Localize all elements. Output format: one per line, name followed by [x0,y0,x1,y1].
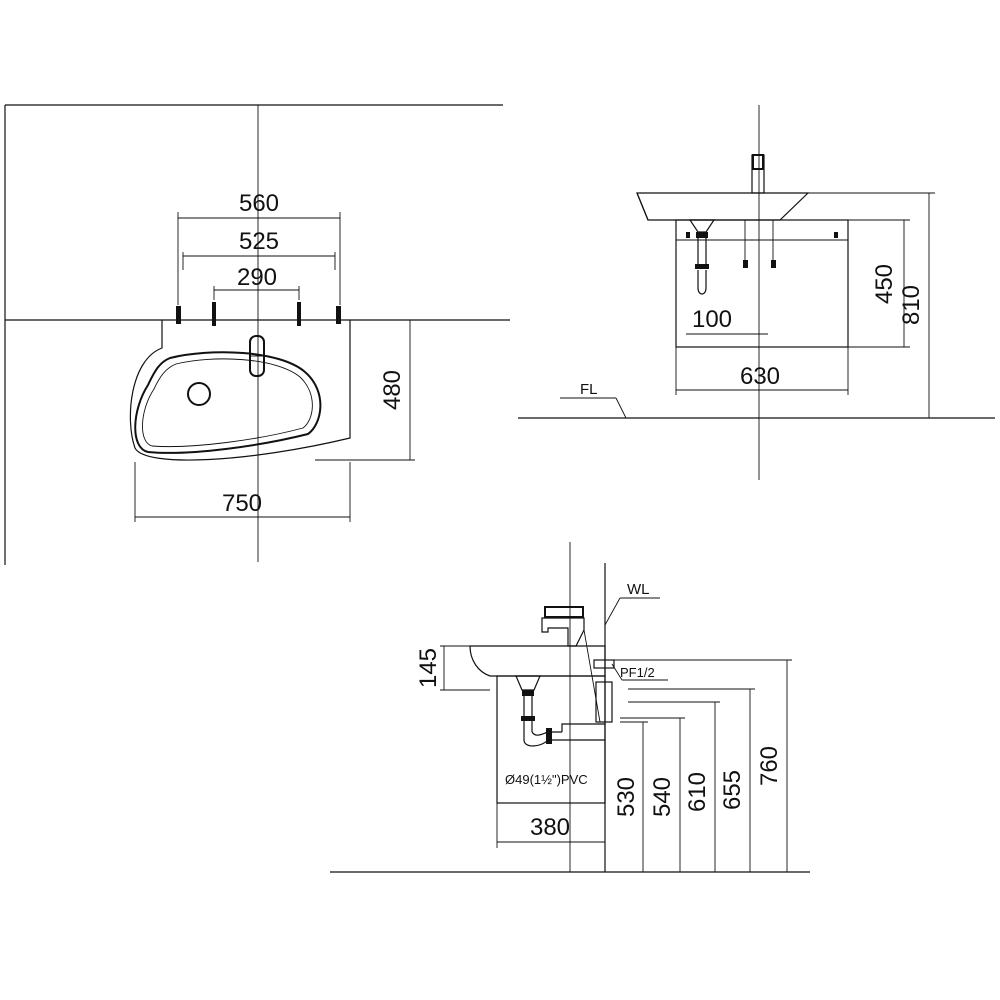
supply-hose [583,629,601,723]
dim-380: 380 [530,814,570,841]
dim-630: 630 [740,363,780,390]
top-view-cabinet-outline [129,320,351,461]
fixing-bolt-left-outer [176,306,181,324]
basin-side [469,645,606,677]
dim-145: 145 [415,648,442,688]
front-view: 100 630 450 810 FL [518,105,995,480]
dim-530: 530 [613,777,640,817]
supply-valve-right [771,260,776,268]
supply-valve-handle [593,659,615,669]
drain-front-cone [688,219,716,233]
dim-760: 760 [756,746,783,786]
drain-front-trap [697,270,707,295]
drain-side-joint [521,716,535,721]
dim-560: 560 [239,190,279,217]
fixing-bolt-left-inner [212,302,216,326]
fixing-bolt-right-inner [297,302,301,326]
dim-810: 810 [898,285,925,325]
drain-side-trap-bottom [523,739,562,747]
floor-label: FL [580,381,598,398]
dim-525: 525 [239,228,279,255]
dim-450: 450 [871,264,898,304]
pipe-fitting-label: PF1/2 [620,665,655,680]
supply-valve-body [595,681,613,723]
side-view: WL PF1/2 Ø49(1½")PVC 145 380 530 540 610… [330,542,810,873]
pf-label-pointer [611,663,623,681]
drain-front-nut [696,232,708,238]
basin-inner-rim [142,358,313,448]
cabinet-marker-right [834,232,838,238]
faucet-side-handle [544,606,584,618]
dim-610: 610 [684,772,711,812]
wall-label-pointer [604,597,621,626]
faucet-side-icon [541,617,585,647]
wall-label: WL [627,581,650,598]
basin-front-top [636,192,810,221]
floor-label-pointer [615,397,627,419]
basin-bowl [134,351,322,454]
drain-side-outlet [561,723,605,741]
drain-pipe-label: Ø49(1½")PVC [505,772,588,787]
dim-540: 540 [649,777,676,817]
supply-valve-left [743,260,748,268]
dim-290: 290 [237,264,277,291]
dim-750: 750 [222,490,262,517]
drain-side-nut [522,690,534,696]
drain-side-cone [515,675,541,691]
dim-100: 100 [692,306,732,333]
fixing-bolt-right-outer [336,306,341,324]
dim-480: 480 [379,370,406,410]
cabinet-front [675,219,849,348]
dim-655: 655 [719,770,746,810]
cabinet-marker-left [686,232,690,238]
drain-side-trap-nut [546,728,552,744]
top-view: 560 525 290 480 750 [4,104,510,565]
drain-hole-icon [187,382,211,406]
faucet-front-head-icon [752,154,764,170]
drain-front-joint [695,264,709,269]
basin-front-edge [636,192,649,221]
